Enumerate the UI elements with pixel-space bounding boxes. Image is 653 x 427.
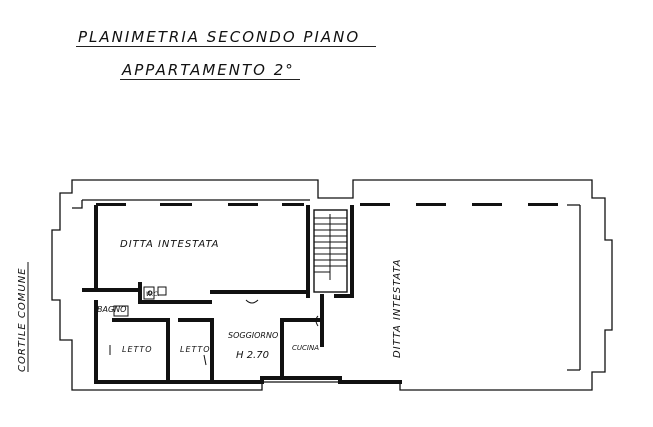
room-label-letto-1: LETTO (122, 345, 153, 354)
side-label-cortile: CORTILE COMUNE (17, 267, 28, 372)
outer-perimeter (51, 179, 613, 391)
bathroom-fixtures (113, 286, 167, 317)
room-label-soggiorno: SOGGIORNO (228, 331, 278, 340)
walls (82, 205, 402, 384)
room-height-label: H 2.70 (236, 350, 269, 361)
windows-top (96, 203, 558, 206)
subtitle-underline (120, 79, 300, 80)
door-marks (109, 299, 319, 366)
room-label-letto-2: LETTO (180, 345, 211, 354)
room-label-cucina: CUCINA (292, 344, 319, 352)
plan-title: PLANIMETRIA SECONDO PIANO (78, 28, 361, 46)
room-label-ditta-left: DITTA INTESTATA (120, 239, 220, 250)
room-label-bagno: BAGNO (97, 305, 126, 314)
room-label-ditta-right: DITTA INTESTATA (392, 258, 403, 358)
staircase (313, 209, 348, 293)
room-label-wc: W.C. (146, 291, 160, 298)
title-underline (76, 46, 376, 47)
plan-subtitle: APPARTAMENTO 2° (122, 61, 295, 79)
